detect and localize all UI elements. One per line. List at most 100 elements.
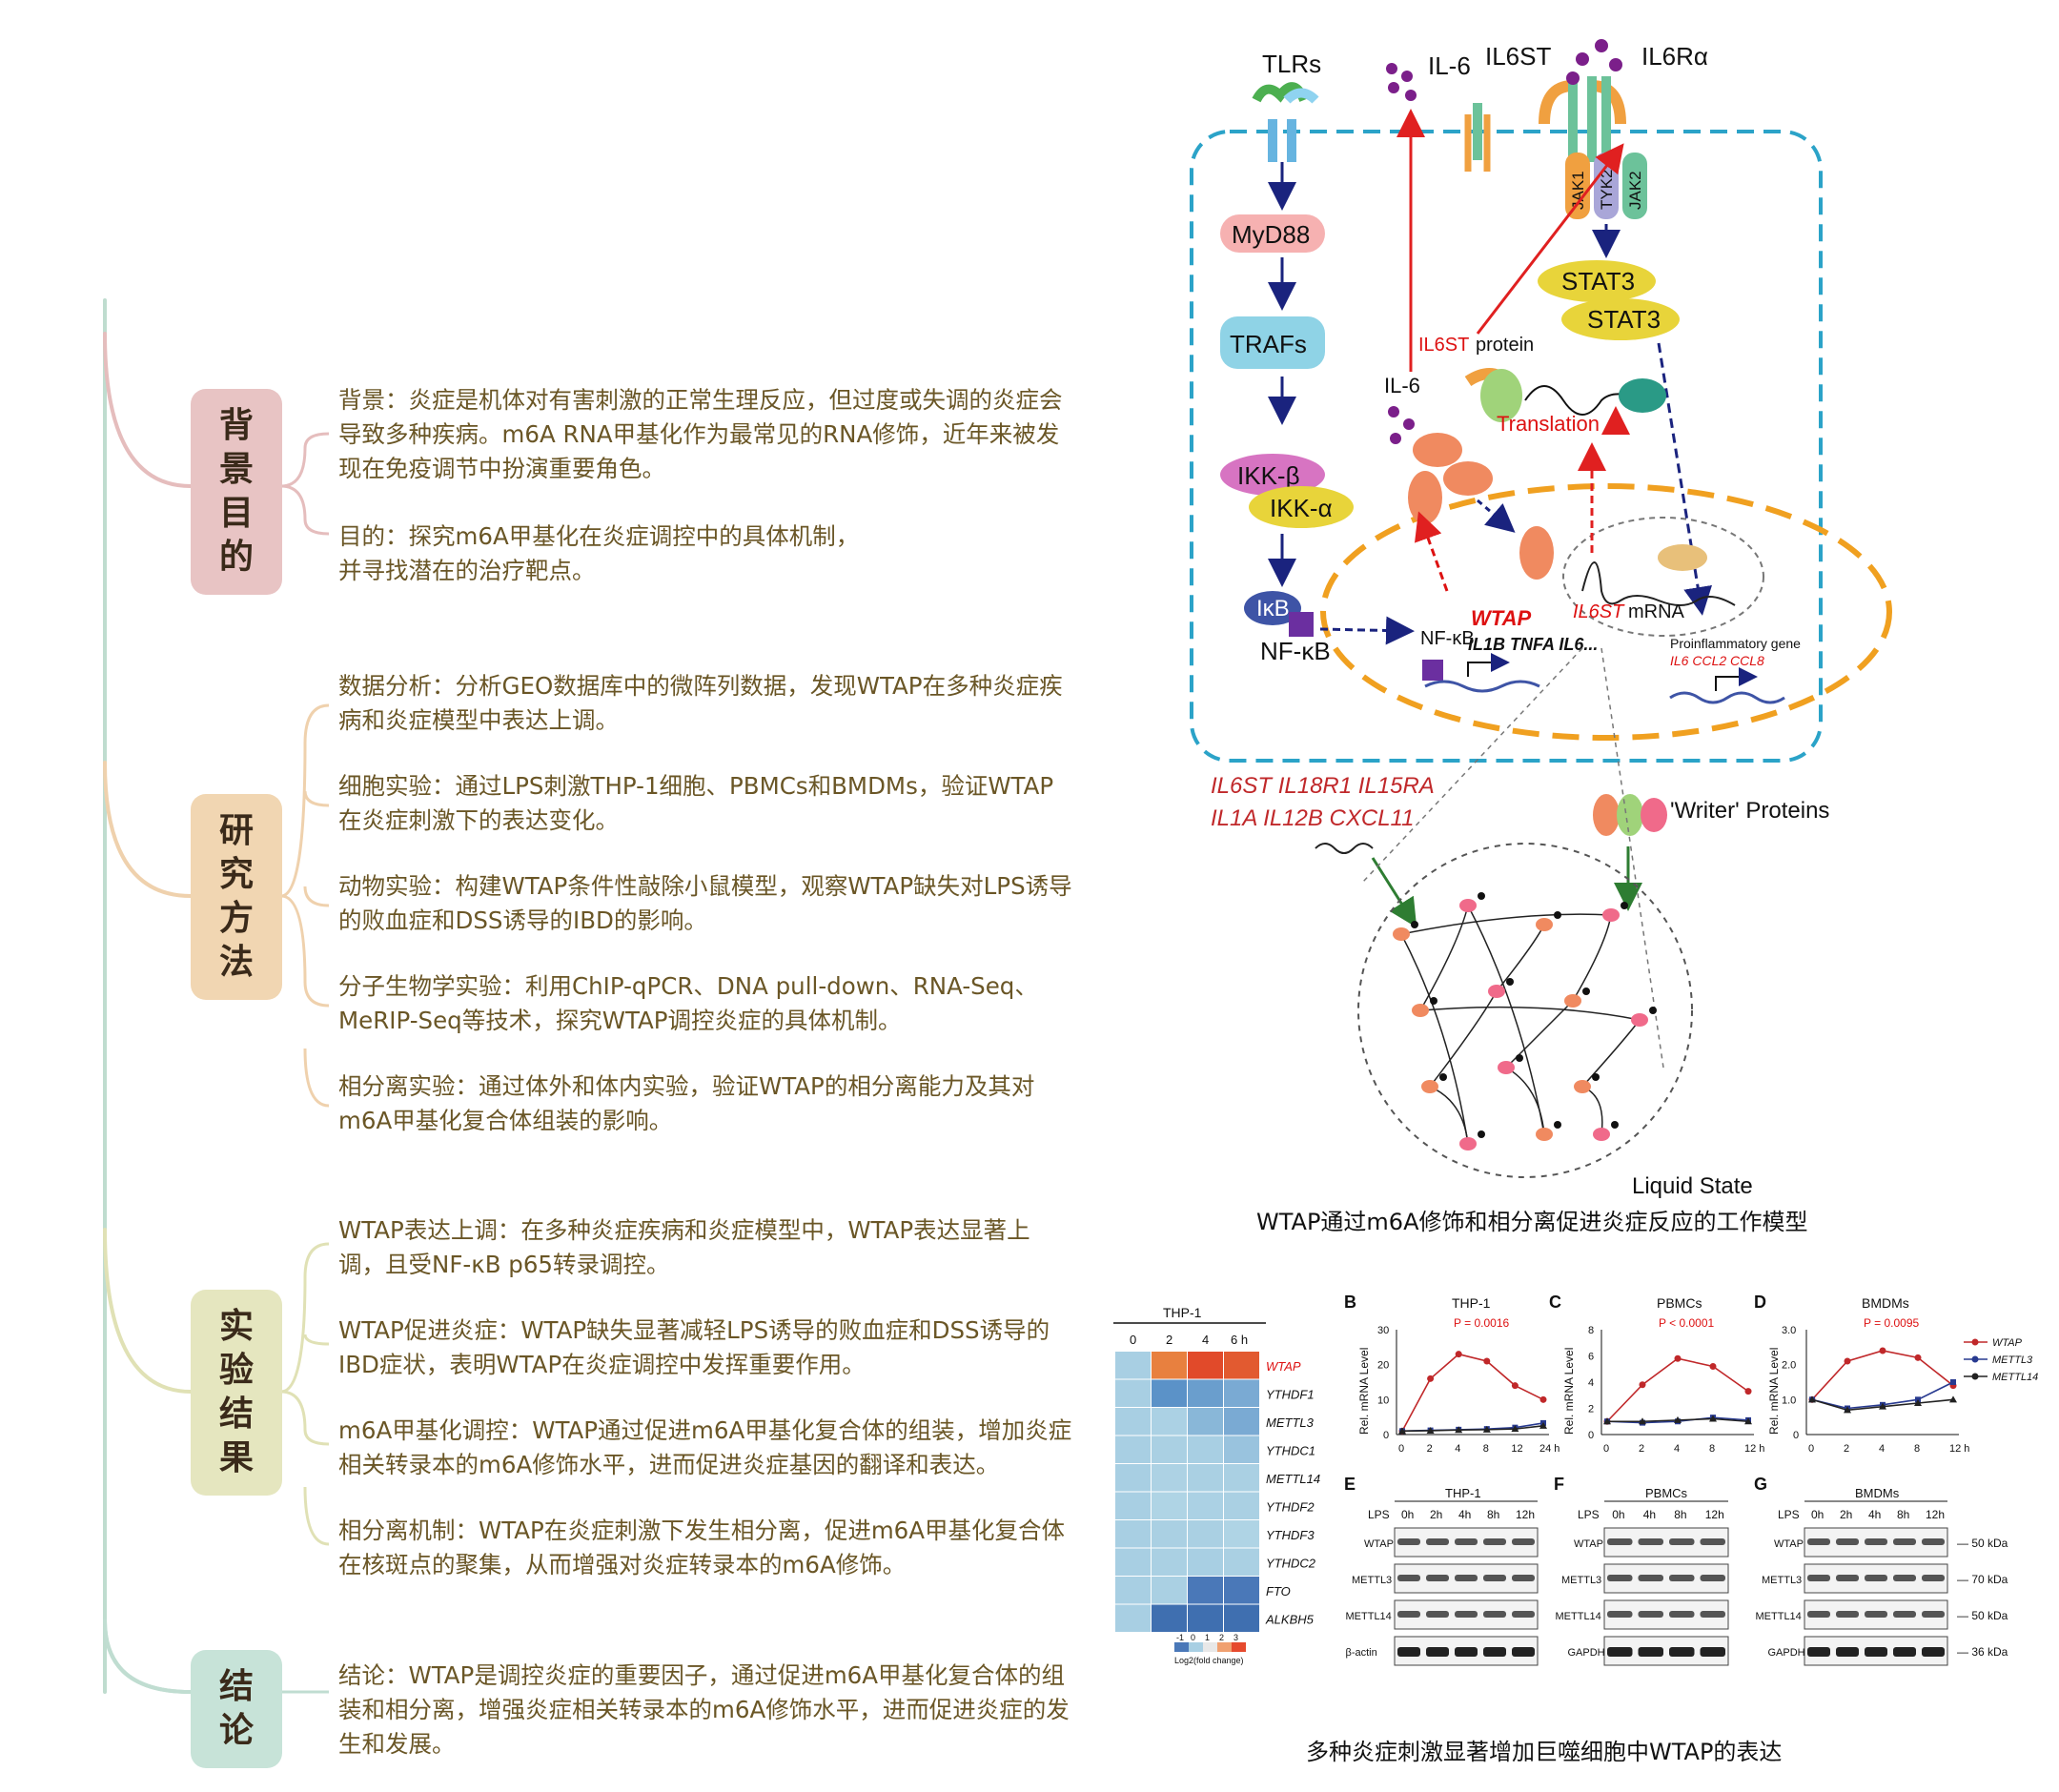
heatmap-cell	[1115, 1464, 1151, 1492]
blot-lane-label: 0h	[1401, 1508, 1414, 1521]
blot-band	[1865, 1538, 1887, 1545]
tlrs-label: TLRs	[1262, 50, 1321, 78]
blot-row-label: WTAP	[1364, 1538, 1394, 1550]
chart-xtick: 4	[1455, 1443, 1460, 1455]
il6-particles-receptor	[1566, 39, 1622, 85]
heatmap-cell	[1115, 1604, 1151, 1632]
blot-band	[1426, 1647, 1449, 1657]
blot-band	[1426, 1611, 1449, 1618]
chart-xtick: 24 h	[1539, 1443, 1560, 1455]
heatmap-cell	[1188, 1464, 1223, 1492]
blot-size-label: — 50 kDa	[1957, 1609, 2008, 1622]
chart-ytick: 4	[1588, 1377, 1594, 1389]
chart-series-line	[1606, 1357, 1749, 1422]
droplet-complex	[1574, 1080, 1591, 1093]
jak1-label: JAK1	[1569, 171, 1587, 210]
method-data-analysis: 数据分析：分析GEO数据库中的微阵列数据，发现WTAP在多种炎症疾病和炎症模型中…	[338, 672, 1063, 734]
chart-point	[1674, 1354, 1682, 1362]
heatmap-col-label: 2	[1166, 1333, 1172, 1347]
droplet-strand	[1496, 924, 1545, 992]
heatmap-cell	[1188, 1577, 1223, 1604]
blot-band	[1922, 1611, 1945, 1618]
il6ra-label: IL6Rα	[1641, 42, 1708, 71]
droplet-complex	[1564, 994, 1581, 1008]
ikb-node	[1244, 591, 1301, 625]
heatmap-cell	[1188, 1436, 1223, 1463]
blot-band	[1700, 1611, 1725, 1618]
chart-ytick: 0	[1588, 1430, 1594, 1441]
blot-band	[1455, 1611, 1478, 1618]
heatmap-cell	[1188, 1379, 1223, 1407]
section-label-char: 结	[218, 1395, 254, 1434]
il6-mid-label: IL-6	[1384, 374, 1420, 397]
nuclear-speckle	[1562, 517, 1764, 637]
droplet-cap	[1649, 1007, 1657, 1014]
wtap-proteins-cytoplasm	[1408, 433, 1493, 524]
heatmap-cell	[1188, 1352, 1223, 1379]
ikkb-label: IKK-β	[1237, 461, 1300, 490]
heatmap-cell	[1152, 1577, 1187, 1604]
blot-band	[1669, 1538, 1695, 1545]
heatmap-row-label: YTHDF1	[1266, 1387, 1315, 1401]
droplet-strand	[1467, 905, 1545, 1135]
chart-ytick: 3.0	[1782, 1325, 1796, 1336]
chart-panel-letter: D	[1754, 1293, 1766, 1312]
chart-pvalue: P = 0.0095	[1864, 1316, 1919, 1330]
chart-ylabel: Rel. mRNA Level	[1562, 1348, 1576, 1435]
blot-band	[1512, 1538, 1535, 1545]
blot-lane-label: 12h	[1705, 1508, 1724, 1521]
blot-lane-label: 8h	[1487, 1508, 1499, 1521]
blot-band	[1836, 1538, 1859, 1545]
heatmap-cell	[1224, 1492, 1259, 1519]
blot-band	[1807, 1647, 1830, 1657]
heatmap-scale-tick: 3	[1233, 1633, 1238, 1642]
stat3-b-label: STAT3	[1587, 305, 1661, 334]
chart-xtick: 4	[1879, 1443, 1885, 1455]
blot-band	[1893, 1538, 1916, 1545]
blot-band	[1893, 1611, 1916, 1618]
chart-point	[1511, 1425, 1519, 1433]
heatmap-row-label: WTAP	[1266, 1359, 1301, 1374]
chart-xtick: 2	[1639, 1443, 1644, 1455]
blot-band	[1865, 1647, 1887, 1657]
chart-ytick: 0	[1793, 1430, 1799, 1441]
droplet-network	[1393, 892, 1657, 1151]
chart-point	[1709, 1363, 1717, 1370]
heatmap-cell	[1115, 1436, 1151, 1463]
droplet-complex	[1421, 1080, 1438, 1093]
heatmap-cell	[1152, 1408, 1187, 1436]
blot-band	[1836, 1647, 1859, 1657]
chart-xtick: 12 h	[1949, 1443, 1969, 1455]
blot-size-label: — 70 kDa	[1957, 1573, 2008, 1586]
blot-band	[1700, 1538, 1725, 1545]
droplet-strand	[1572, 914, 1612, 1002]
heatmap-cell	[1224, 1408, 1259, 1436]
blot-title: BMDMs	[1855, 1486, 1900, 1500]
heatmap-col-label: 6 h	[1231, 1333, 1248, 1347]
chart-xtick: 12	[1511, 1443, 1522, 1455]
chart-point	[1455, 1351, 1462, 1358]
chart-point	[1639, 1381, 1646, 1389]
purpose-text: 目的：探究m6A甲基化在炎症调控中的具体机制，并寻找潜在的治疗靶点。	[338, 522, 860, 584]
ribosome-complex	[1464, 368, 1666, 422]
chart-ytick: 1.0	[1782, 1395, 1796, 1406]
proinflammatory-genes: IL6 CCL2 CCL8	[1670, 653, 1764, 668]
chart-point	[1709, 1415, 1717, 1422]
droplet-complex	[1602, 908, 1620, 922]
chart-ytick: 10	[1377, 1395, 1389, 1406]
model-caption: WTAP通过m6A修饰和相分离促进炎症反应的工作模型	[1256, 1209, 1808, 1235]
blot-band	[1512, 1575, 1535, 1581]
chart-point	[1844, 1357, 1851, 1365]
stat3-b	[1561, 298, 1680, 340]
blot-lane-label: LPS	[1778, 1508, 1800, 1521]
heatmap-cell	[1188, 1548, 1223, 1576]
blot-lane-label: 4h	[1643, 1508, 1656, 1521]
legend-marker	[1971, 1373, 1979, 1380]
stat3-a	[1538, 260, 1656, 302]
heatmap-cell	[1224, 1577, 1259, 1604]
writer-proteins-label: 'Writer' Proteins	[1670, 798, 1829, 824]
chart-ytick: 20	[1377, 1360, 1389, 1372]
translation-label: Translation	[1497, 412, 1600, 436]
chart-ytick: 2.0	[1782, 1360, 1796, 1372]
blot-band	[1455, 1538, 1478, 1545]
